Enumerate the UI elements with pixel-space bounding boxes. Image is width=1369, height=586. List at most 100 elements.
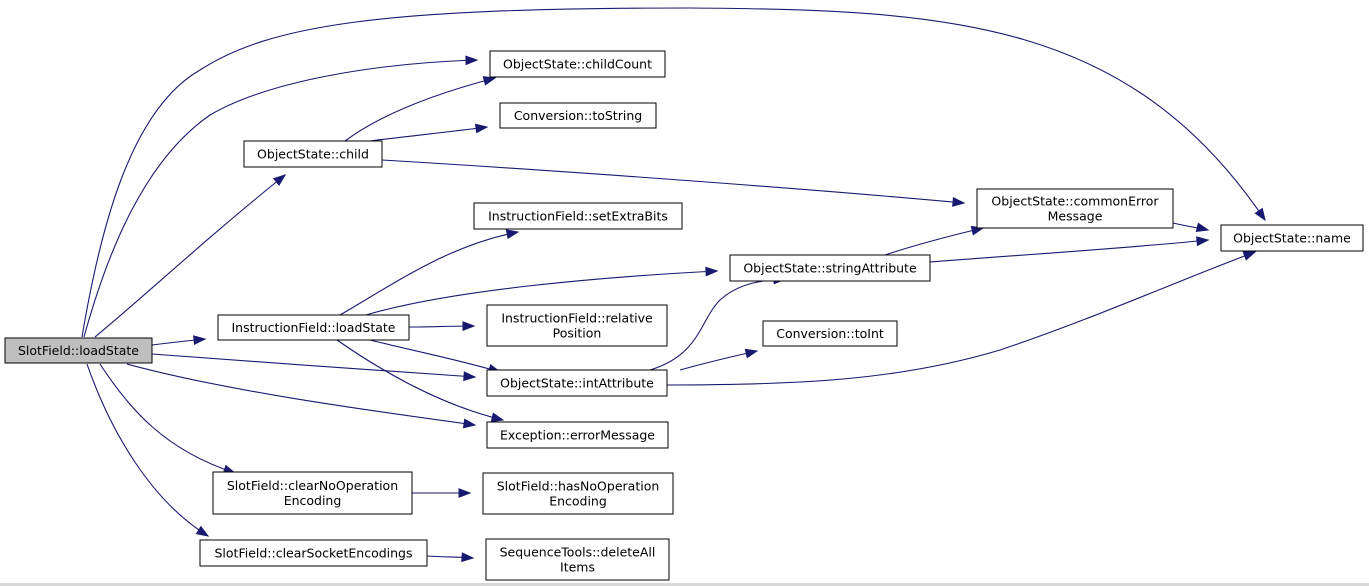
edge-arrowhead (462, 321, 476, 331)
edge-line (365, 270, 718, 316)
edge-arrowhead (474, 123, 489, 134)
edge-arrowhead (490, 412, 505, 423)
node-label: SlotField::clearSocketEncodings (214, 546, 412, 561)
edge-line (679, 350, 758, 371)
edge-instructionfield-loadstate-to-exception-errormessage (336, 339, 505, 423)
edge-arrowhead (1196, 236, 1210, 247)
node-objectstate-intattribute[interactable]: ObjectState::intAttribute (486, 369, 668, 397)
node-label: Items (560, 560, 595, 575)
node-objectstate-childcount[interactable]: ObjectState::childCount (489, 50, 666, 78)
node-box (499, 102, 657, 129)
edge-line (151, 353, 476, 378)
node-slotfield-clearsocketencodings[interactable]: SlotField::clearSocketEncodings (199, 539, 428, 567)
node-box (473, 202, 683, 230)
edge-slotfield-clearnooperationencoding-to-slotfield-hasnooperationencoding (411, 488, 472, 498)
node-box (1220, 224, 1364, 252)
node-label: ObjectState::commonError (991, 194, 1159, 209)
edge-slotfield-loadstate-to-objectstate-childcount (83, 55, 479, 338)
node-box (489, 50, 666, 78)
node-label: SlotField::clearNoOperation (227, 478, 398, 493)
edge-arrowhead (482, 76, 497, 86)
edge-line (94, 174, 286, 338)
node-box (212, 471, 413, 515)
edge-objectstate-child-to-objectstate-childcount (344, 76, 497, 142)
node-label: ObjectState::stringAttribute (743, 261, 917, 276)
node-label: SequenceTools::deleteAll (500, 545, 656, 560)
node-label: ObjectState::intAttribute (500, 376, 654, 391)
node-instructionfield-setextrabits[interactable]: InstructionField::setExtraBits (473, 202, 683, 230)
edge-arrowhead (462, 418, 477, 429)
edge-line (126, 363, 476, 426)
edge-slotfield-loadstate-to-instructionfield-loadstate (151, 335, 207, 346)
nodes-layer: SlotField::loadStateObjectState::childCo… (4, 50, 1364, 581)
node-box (762, 320, 898, 347)
node-box (485, 538, 670, 581)
edge-line (381, 159, 965, 204)
node-label: Encoding (284, 493, 342, 508)
edge-slotfield-loadstate-to-slotfield-clearsocketencodings (86, 363, 210, 537)
edge-instructionfield-loadstate-to-objectstate-stringattribute (365, 266, 719, 316)
node-box (4, 337, 153, 364)
node-label: Conversion::toString (514, 108, 642, 123)
node-box (976, 188, 1174, 229)
node-label: Message (1048, 209, 1103, 224)
edge-line (81, 7, 1266, 338)
edge-objectstate-child-to-conversion-tostring (369, 123, 489, 142)
edge-line (339, 231, 519, 316)
edge-objectstate-child-to-objectstate-commonerrormessage (381, 159, 966, 207)
edge-arrowhead (1254, 207, 1266, 222)
node-label: Position (553, 326, 602, 341)
node-objectstate-child[interactable]: ObjectState::child (243, 140, 383, 168)
edge-line (884, 227, 984, 256)
edge-slotfield-loadstate-to-objectstate-intattribute (151, 353, 477, 382)
node-instructionfield-loadstate[interactable]: InstructionField::loadState (217, 314, 410, 341)
edge-arrowhead (461, 552, 475, 563)
node-label: ObjectState::childCount (503, 57, 652, 72)
edge-objectstate-intattribute-to-conversion-toint (679, 348, 759, 371)
edge-line (369, 126, 488, 142)
node-conversion-tostring[interactable]: Conversion::toString (499, 102, 657, 129)
node-box (199, 539, 428, 567)
node-objectstate-stringattribute[interactable]: ObjectState::stringAttribute (729, 254, 931, 282)
edge-line (369, 339, 501, 373)
node-box (482, 472, 674, 515)
edge-instructionfield-loadstate-to-instructionfield-relativeposition (408, 321, 476, 331)
edge-objectstate-stringattribute-to-objectstate-name (929, 236, 1210, 263)
node-slotfield-loadstate[interactable]: SlotField::loadState (4, 337, 153, 364)
node-objectstate-name[interactable]: ObjectState::name (1220, 224, 1364, 252)
edge-objectstate-intattribute-to-objectstate-name (666, 251, 1257, 386)
edge-slotfield-loadstate-to-objectstate-child (94, 174, 287, 338)
edge-line (86, 363, 209, 537)
node-box (243, 140, 383, 168)
node-label: Conversion::toInt (776, 326, 884, 341)
edge-arrowhead (193, 335, 207, 346)
node-label: Exception::errorMessage (500, 428, 655, 443)
node-box (729, 254, 931, 282)
edge-objectstate-stringattribute-to-objectstate-commonerrormessage (884, 225, 985, 256)
edge-line (929, 239, 1209, 263)
edge-arrowhead (458, 488, 472, 498)
node-label: InstructionField::loadState (232, 320, 396, 335)
edge-arrowhead (195, 525, 210, 537)
node-box (486, 421, 669, 449)
node-box (217, 314, 410, 341)
bottom-rule (0, 583, 1369, 586)
node-label: ObjectState::name (1233, 231, 1351, 246)
edge-slotfield-clearsocketencodings-to-sequencetools-deleteallitems (426, 552, 475, 563)
edge-line (336, 339, 504, 421)
node-conversion-toint[interactable]: Conversion::toInt (762, 320, 898, 347)
edge-arrowhead (744, 348, 759, 359)
edge-arrowhead (465, 55, 479, 66)
node-label: SlotField::loadState (18, 343, 139, 358)
edge-line (344, 77, 496, 142)
edge-arrowhead (1242, 251, 1257, 261)
node-exception-errormessage[interactable]: Exception::errorMessage (486, 421, 669, 449)
edge-arrowhead (1195, 222, 1210, 233)
node-label: InstructionField::setExtraBits (488, 209, 668, 224)
